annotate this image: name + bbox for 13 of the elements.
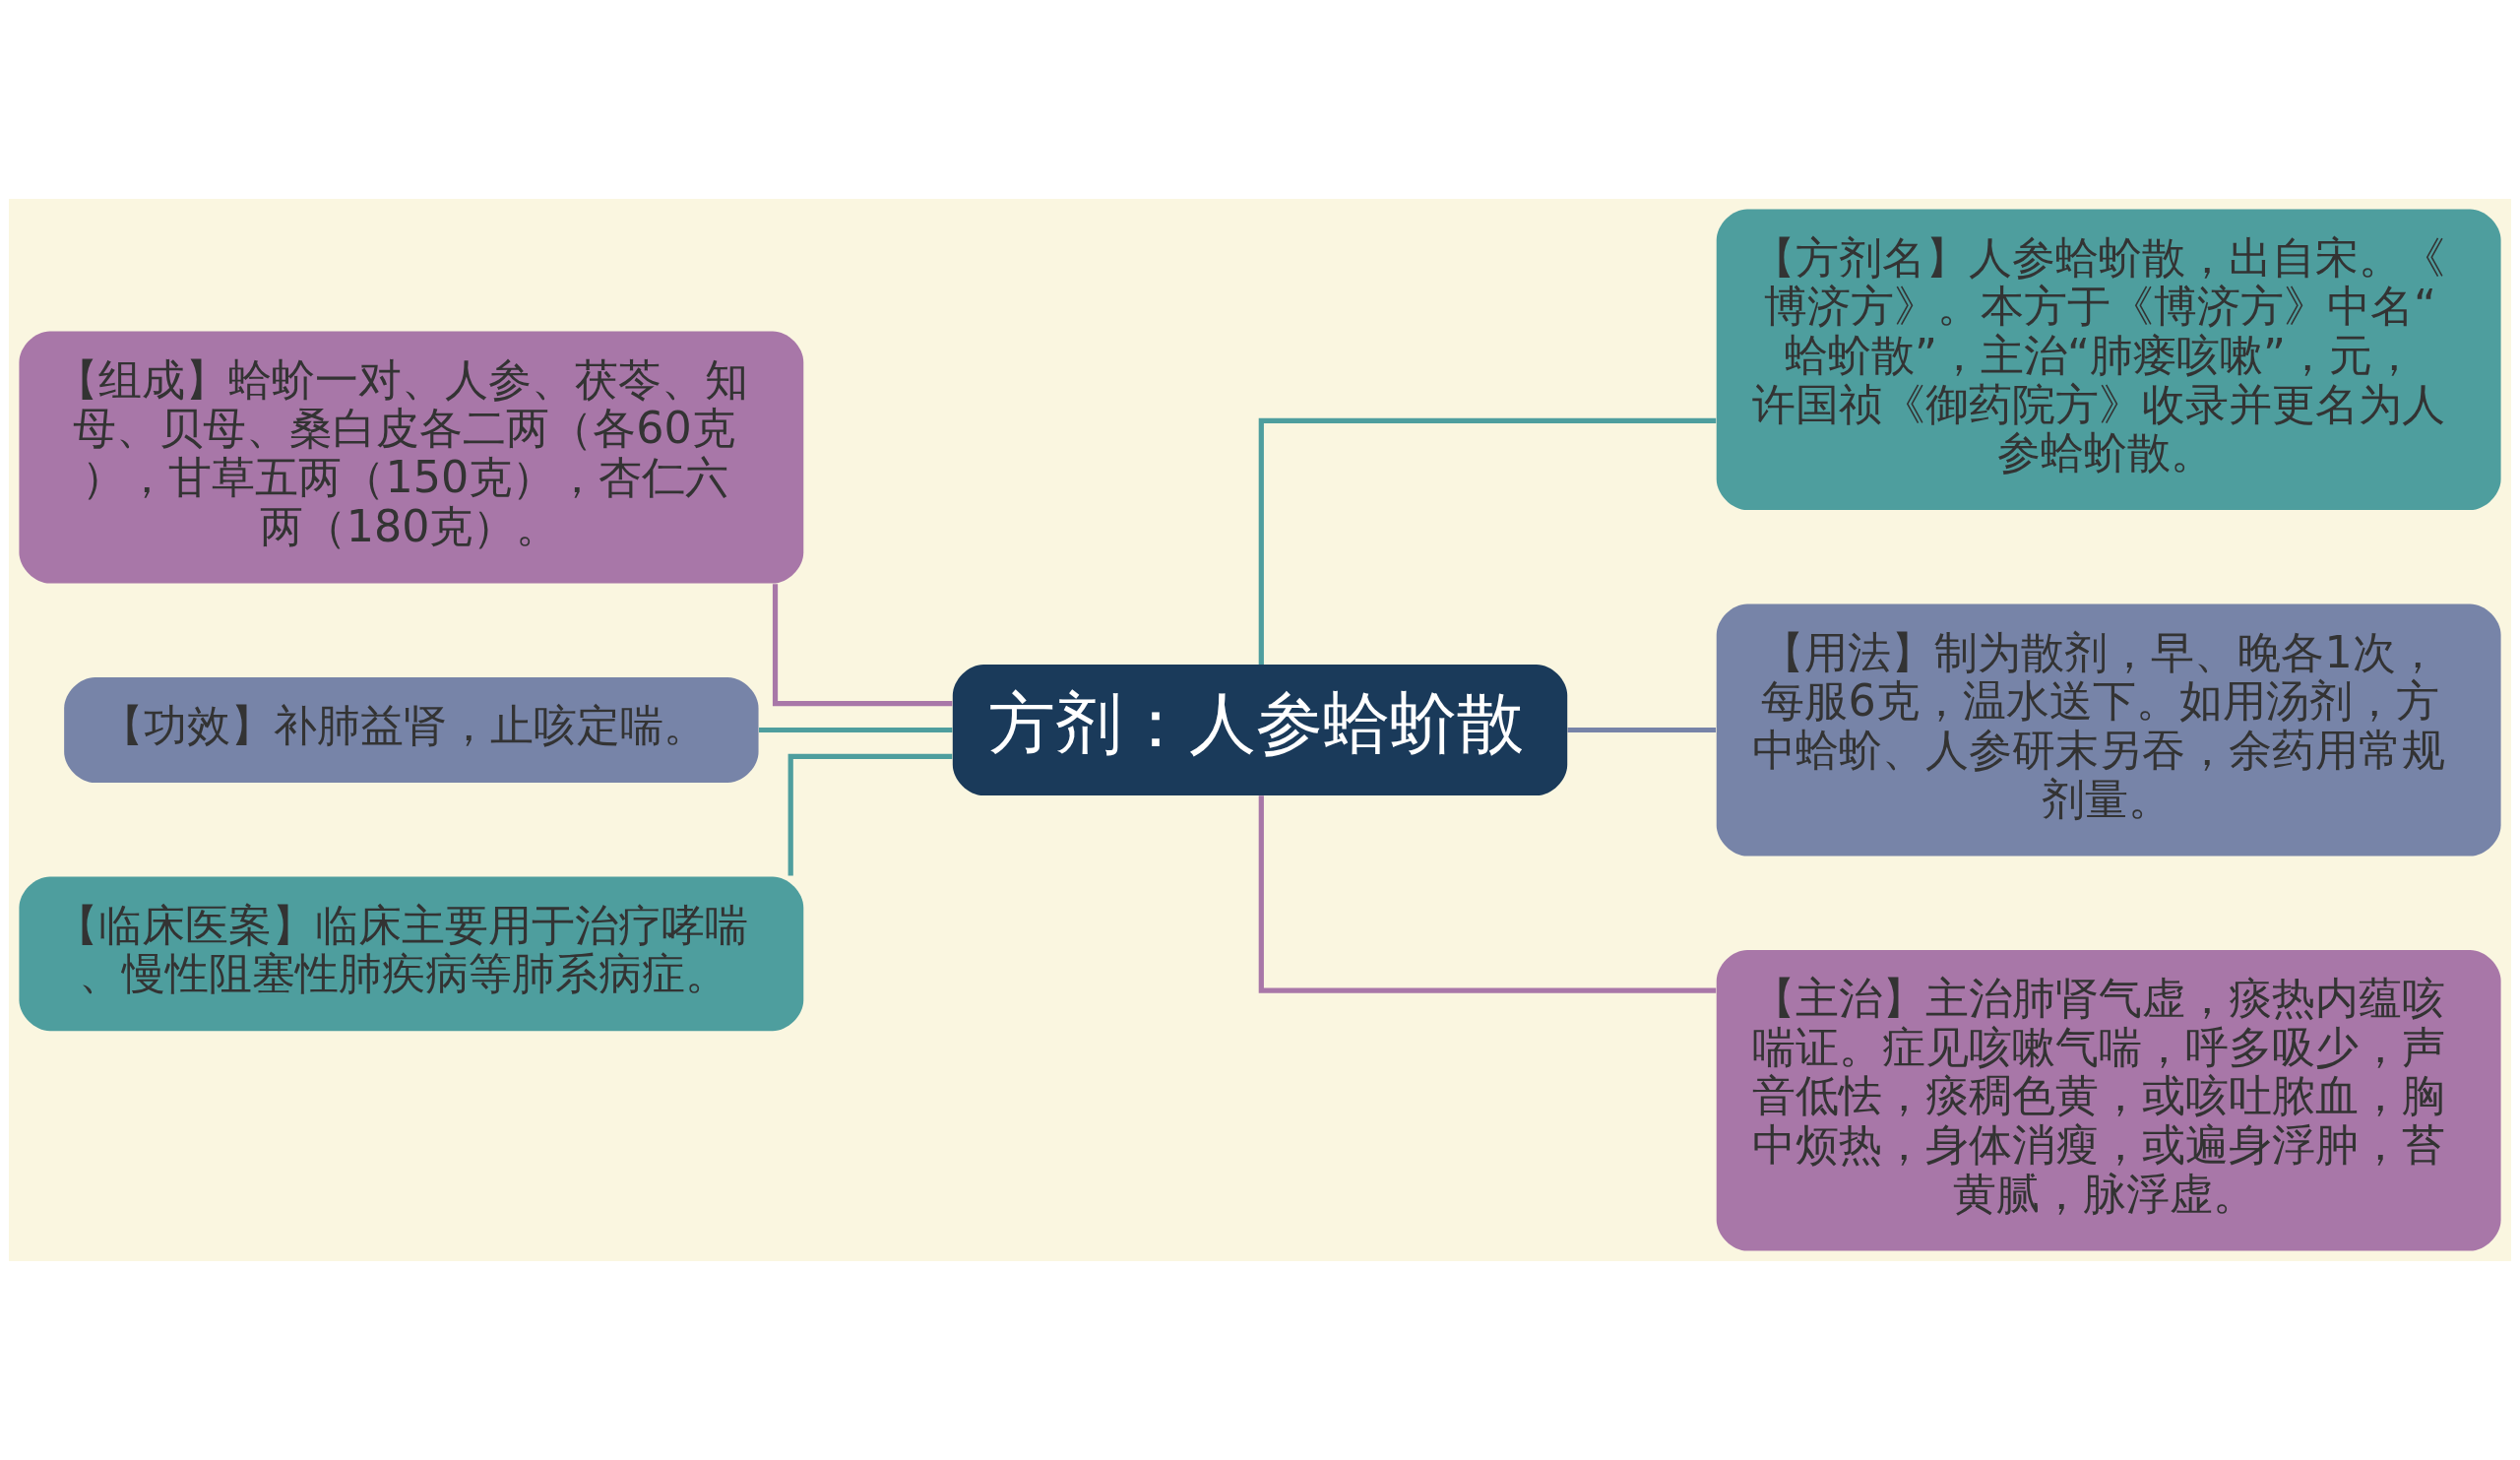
node-box: 【组成】蛤蚧一对、人参、茯苓、知母、贝母、桑白皮各二两（各60克），甘草五两（150克），杏仁六两（180克）。 xyxy=(19,331,804,584)
connector xyxy=(788,753,953,876)
node-box: 【功效】补肺益肾，止咳定喘。 xyxy=(64,676,759,784)
node-box: 【用法】制为散剂，早、晚各1次，每服6克，温水送下。如用汤剂，方中蛤蚧、人参研末另吞，余药用常规剂量。 xyxy=(1716,603,2501,857)
connector xyxy=(759,727,953,733)
connector xyxy=(772,584,953,707)
node-box: 【方剂名】人参蛤蚧散，出自宋。《博济方》。本方于《博济方》中名“蛤蚧散”，主治“肺瘘咳嗽”，元，许国祯《御药院方》收录并更名为人参蛤蚧散。 xyxy=(1716,209,2501,511)
connector xyxy=(1567,727,1717,733)
node-box: 【主治】主治肺肾气虚，痰热内蕴咳喘证。症见咳嗽气喘，呼多吸少，声音低怯，痰稠色黄，或咳吐脓血，胸中烦热，身体消瘦，或遍身浮肿，苔黄腻，脉浮虚。 xyxy=(1716,949,2501,1251)
node-box: 【临床医案】临床主要用于治疗哮喘、慢性阻塞性肺疾病等肺系病症。 xyxy=(19,876,804,1032)
node-box: 方剂：人参蛤蚧散 xyxy=(952,664,1568,796)
connector xyxy=(1258,417,1717,665)
connector xyxy=(1258,795,1717,993)
